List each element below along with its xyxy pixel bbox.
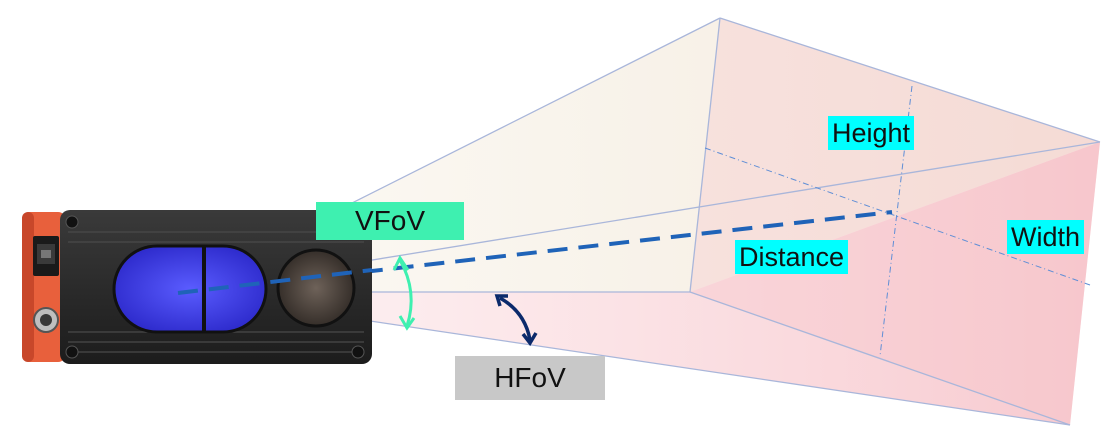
receiver-lens bbox=[276, 248, 356, 328]
far-plane-crosshair bbox=[704, 85, 1091, 357]
vfov-label: VFoV bbox=[316, 202, 464, 240]
distance-label: Distance bbox=[735, 240, 849, 274]
distance-line bbox=[177, 210, 893, 295]
distance-line-origin bbox=[177, 268, 373, 295]
width-label: Width bbox=[1007, 220, 1085, 254]
hfov-label: HFoV bbox=[455, 356, 605, 400]
emitter-lens bbox=[112, 244, 268, 334]
m12-connector-icon bbox=[33, 307, 59, 333]
height-label: Height bbox=[828, 116, 915, 150]
hfov-arrow bbox=[494, 294, 538, 347]
ethernet-port-icon bbox=[33, 236, 59, 276]
frustum-far-plane bbox=[690, 18, 1100, 425]
vfov-arrow bbox=[392, 255, 416, 331]
